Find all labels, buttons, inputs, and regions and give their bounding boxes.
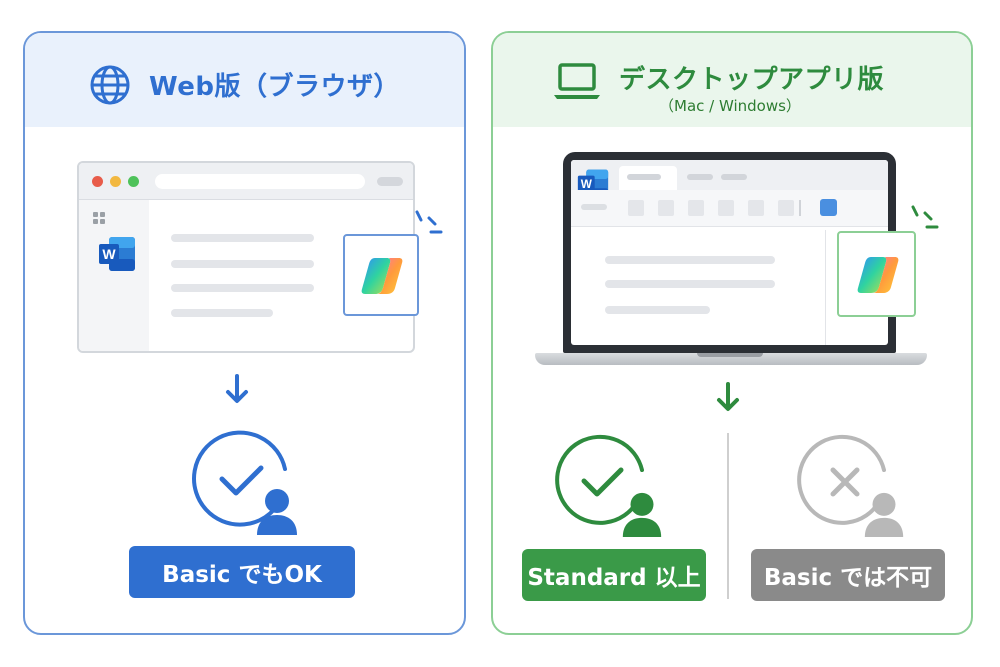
sparkle-lines [911,205,939,229]
svg-text:W: W [581,178,593,191]
app-sidebar [79,200,149,351]
check-circle-icon [555,434,644,525]
address-bar [155,174,365,189]
browser-toolbar [79,163,413,200]
word-icon: W [99,237,135,271]
cross-circle-icon [797,434,886,525]
copilot-button[interactable] [837,231,916,317]
close-dot [92,176,103,187]
user-icon [622,492,662,537]
basic-denied-badge: Basic では不可 [751,549,945,601]
desktop-version-title: デスクトップアプリ版 [619,65,885,95]
desktop-version-subtitle: （Mac / Windows） [659,97,801,115]
sparkle-lines [415,210,443,234]
copilot-button[interactable] [343,234,419,316]
desktop-version-header: デスクトップアプリ版 （Mac / Windows） [493,33,971,127]
laptop-icon [554,63,600,99]
copilot-icon [361,258,403,294]
toolbar-pill [377,177,403,186]
svg-text:W: W [102,246,116,262]
web-version-panel: Web版（ブラウザ） W [23,31,466,635]
web-version-header: Web版（ブラウザ） [25,33,464,127]
arrow-down-icon [226,374,248,403]
globe-icon [90,65,130,105]
word-desktop-window: W [571,160,888,345]
maximize-dot [128,176,139,187]
desktop-version-panel: デスクトップアプリ版 （Mac / Windows） W [491,31,973,635]
minimize-dot [110,176,121,187]
divider [727,433,729,599]
laptop-base [535,353,927,365]
standard-badge: Standard 以上 [522,549,706,601]
user-icon [257,489,297,535]
user-icon [864,492,904,537]
web-version-title: Web版（ブラウザ） [149,72,400,102]
basic-ok-badge: Basic でもOK [129,546,355,598]
arrow-down-icon [717,382,739,411]
copilot-icon [857,257,899,293]
check-circle-icon [192,430,287,527]
